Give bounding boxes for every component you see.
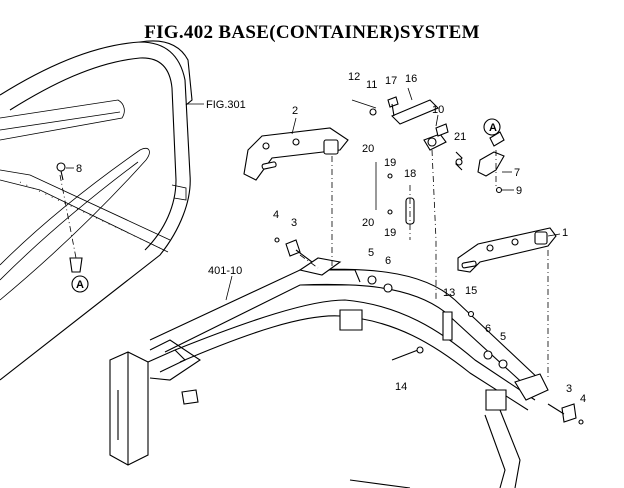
leader-1 xyxy=(547,233,561,237)
callout-4-left: 4 xyxy=(273,209,279,221)
callout-labels: 1 2 3 3 4 4 5 5 6 6 7 8 9 10 11 12 13 14… xyxy=(76,71,586,405)
bolt-stack-18-19-20 xyxy=(375,162,415,240)
bracket-1 xyxy=(457,227,557,273)
leader-2 xyxy=(291,117,297,135)
callout-10: 10 xyxy=(432,104,444,116)
callout-2: 2 xyxy=(292,105,298,117)
callout-12: 12 xyxy=(348,71,360,83)
callout-7: 7 xyxy=(514,167,520,179)
leader-16 xyxy=(407,87,413,101)
callout-6-left: 6 xyxy=(385,255,391,267)
figure-title: FIG.402 BASE(CONTAINER)SYSTEM xyxy=(144,22,480,43)
callout-20-lower: 20 xyxy=(362,217,374,229)
view-a-marker-left xyxy=(59,174,89,293)
container-body xyxy=(0,40,193,381)
callout-6-right: 6 xyxy=(485,323,491,335)
nuts-5-6-left xyxy=(367,275,393,293)
callout-16: 16 xyxy=(405,73,417,85)
bracket-2 xyxy=(243,127,349,181)
bolt-3-4-right xyxy=(547,403,584,425)
callout-19-lower: 19 xyxy=(384,227,396,239)
callout-5-right: 5 xyxy=(500,331,506,343)
callout-19-upper: 19 xyxy=(384,157,396,169)
nuts-5-6-right xyxy=(483,350,508,369)
callout-20-upper: 20 xyxy=(362,143,374,155)
callout-21: 21 xyxy=(454,131,466,143)
callout-5-left: 5 xyxy=(368,247,374,259)
base-frame xyxy=(109,257,549,488)
view-a-label-right: A xyxy=(489,122,497,134)
pin-15 xyxy=(467,310,475,318)
callout-18: 18 xyxy=(404,168,416,180)
leader-10 xyxy=(435,114,439,127)
callout-14: 14 xyxy=(395,381,407,393)
callout-1: 1 xyxy=(562,227,568,239)
callout-3-left: 3 xyxy=(291,217,297,229)
callout-17: 17 xyxy=(385,75,397,87)
bolt-14 xyxy=(391,346,424,361)
callout-15: 15 xyxy=(465,285,477,297)
callout-8: 8 xyxy=(76,163,82,175)
latch-cluster xyxy=(351,96,449,300)
callout-3-right: 3 xyxy=(566,383,572,395)
spring-7-9-21 xyxy=(455,118,505,194)
callout-11: 11 xyxy=(366,79,377,91)
fig301-reference: FIG.301 xyxy=(206,99,246,111)
callout-13: 13 xyxy=(443,287,455,299)
frame-leader xyxy=(225,275,233,301)
bolt-3-left xyxy=(274,237,319,269)
callout-9: 9 xyxy=(516,185,522,197)
screw-8 xyxy=(56,162,74,181)
frame-reference: 401-10 xyxy=(208,265,242,277)
callout-4-right: 4 xyxy=(580,393,586,405)
view-a-label-left: A xyxy=(76,279,84,291)
